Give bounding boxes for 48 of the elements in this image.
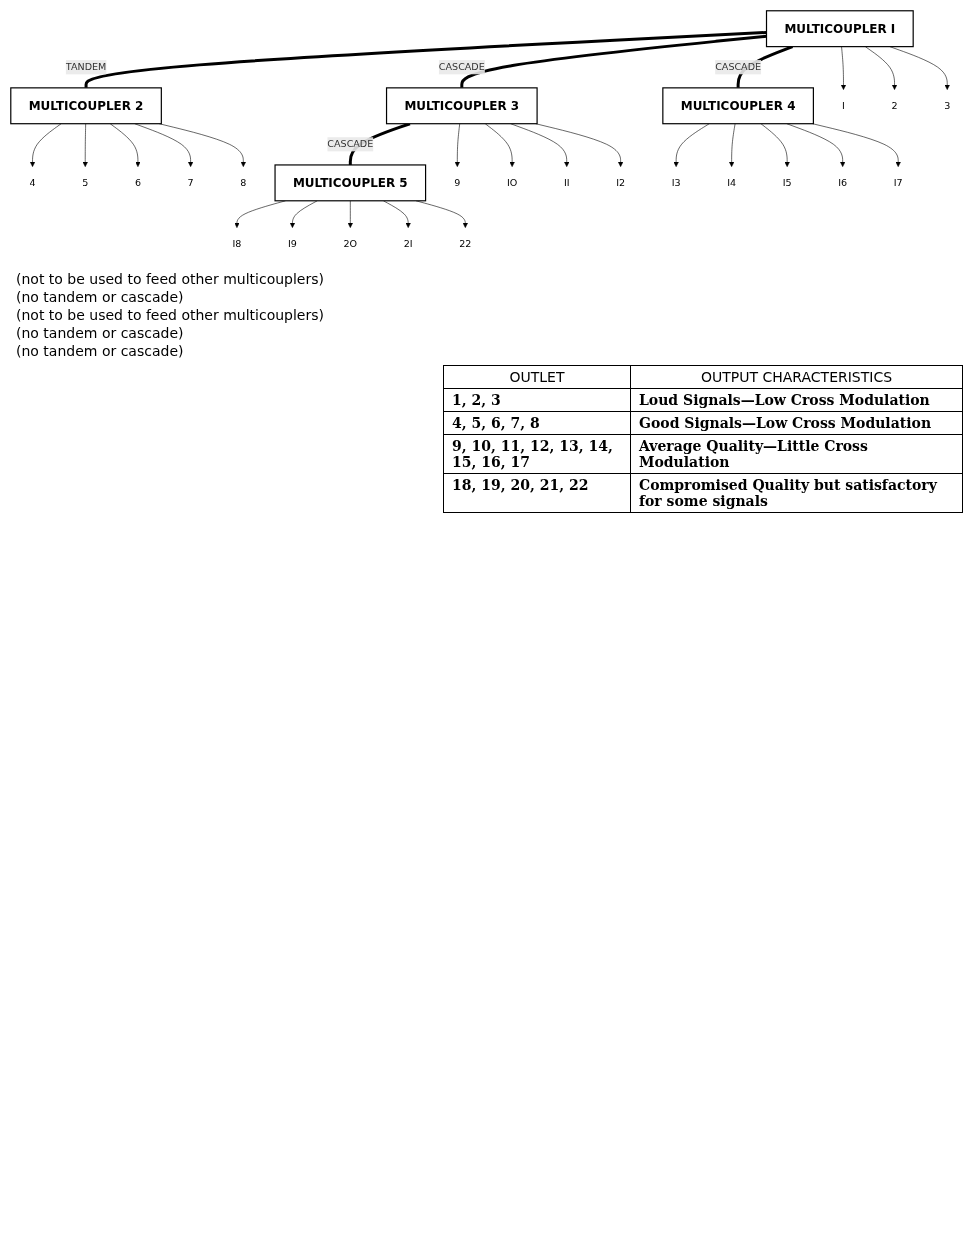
node-text: I9 bbox=[287, 237, 297, 250]
node-text: I6 bbox=[838, 176, 848, 189]
node-text: 3 bbox=[944, 99, 951, 112]
node-text: I3 bbox=[671, 176, 681, 189]
node-text: I4 bbox=[727, 176, 737, 189]
node-text: 2O bbox=[343, 237, 358, 250]
note-text: (no tandem or cascade) bbox=[16, 342, 185, 359]
note-text: (no tandem or cascade) bbox=[16, 324, 185, 341]
node-text: 7 bbox=[187, 176, 194, 189]
node-box: MULTICOUPLER 2 bbox=[10, 87, 162, 125]
node-text: 2I bbox=[403, 237, 413, 250]
table-cell: Good Signals—Low Cross Modulation bbox=[630, 411, 963, 435]
node-text: IO bbox=[506, 176, 518, 189]
edge-label: TANDEM bbox=[65, 61, 107, 73]
connector bbox=[460, 34, 767, 88]
node-text: I bbox=[842, 99, 845, 112]
node-text: 8 bbox=[240, 176, 247, 189]
table-header: OUTLET bbox=[443, 365, 631, 389]
node-text: 2 bbox=[891, 99, 898, 112]
node-text: I7 bbox=[893, 176, 903, 189]
node-text: I5 bbox=[782, 176, 792, 189]
node-box: MULTICOUPLER I bbox=[765, 10, 914, 48]
node-text: II bbox=[563, 176, 570, 189]
node-text: 9 bbox=[454, 176, 461, 189]
table-cell: Loud Signals—Low Cross Modulation bbox=[630, 388, 963, 412]
node-text: 5 bbox=[82, 176, 89, 189]
node-text: I8 bbox=[232, 237, 242, 250]
connector bbox=[84, 30, 767, 89]
note-text: (not to be used to feed other multicouplers) bbox=[16, 270, 325, 287]
note-text: (not to be used to feed other multicouplers) bbox=[16, 306, 325, 323]
note-text: (no tandem or cascade) bbox=[16, 288, 185, 305]
edge-label: CASCADE bbox=[715, 61, 762, 73]
edge-label: CASCADE bbox=[438, 61, 485, 73]
table-cell: 9, 10, 11, 12, 13, 14, 15, 16, 17 bbox=[443, 434, 631, 474]
table-header: OUTPUT CHARACTERISTICS bbox=[630, 365, 963, 389]
table-cell: 18, 19, 20, 21, 22 bbox=[443, 473, 631, 513]
node-text: 4 bbox=[29, 176, 36, 189]
node-box: MULTICOUPLER 5 bbox=[274, 164, 427, 202]
node-text: I2 bbox=[616, 176, 626, 189]
table-cell: Compromised Quality but satisfactory for some signals bbox=[630, 473, 963, 513]
table-cell: 1, 2, 3 bbox=[443, 388, 631, 412]
edge-label: CASCADE bbox=[327, 138, 374, 150]
node-text: 6 bbox=[134, 176, 141, 189]
node-box: MULTICOUPLER 4 bbox=[662, 87, 814, 125]
table-cell: Average Quality—Little Cross Modulation bbox=[630, 434, 963, 474]
table-cell: 4, 5, 6, 7, 8 bbox=[443, 411, 631, 435]
node-text: 22 bbox=[459, 237, 472, 250]
node-box: MULTICOUPLER 3 bbox=[385, 87, 538, 125]
